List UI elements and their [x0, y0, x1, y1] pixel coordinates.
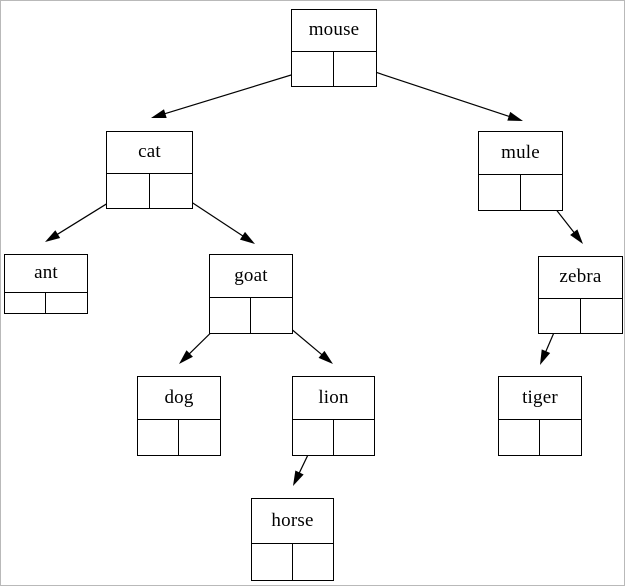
left-pointer-cell-dog[interactable] [138, 420, 179, 455]
tree-node-goat[interactable]: goat [209, 254, 293, 334]
node-pointers-mouse [292, 52, 376, 86]
node-label-zebra: zebra [539, 257, 622, 299]
node-label-cat: cat [107, 132, 192, 174]
tree-node-horse[interactable]: horse [251, 498, 334, 581]
node-label-mule: mule [479, 132, 562, 175]
tree-node-mouse[interactable]: mouse [291, 9, 377, 87]
node-pointers-zebra [539, 299, 622, 333]
tree-node-cat[interactable]: cat [106, 131, 193, 209]
node-label-dog: dog [138, 377, 220, 420]
left-pointer-cell-zebra[interactable] [539, 299, 581, 333]
node-pointers-dog [138, 420, 220, 455]
node-label-ant: ant [5, 255, 87, 293]
left-pointer-cell-cat[interactable] [107, 174, 150, 208]
right-pointer-cell-lion[interactable] [334, 420, 375, 455]
tree-node-zebra[interactable]: zebra [538, 256, 623, 334]
edge-mouse-to-cat [151, 67, 315, 118]
right-pointer-cell-horse[interactable] [293, 544, 334, 580]
right-pointer-cell-goat[interactable] [251, 298, 292, 333]
tree-node-lion[interactable]: lion [292, 376, 375, 456]
tree-node-dog[interactable]: dog [137, 376, 221, 456]
left-pointer-cell-lion[interactable] [293, 420, 334, 455]
node-pointers-cat [107, 174, 192, 208]
node-pointers-horse [252, 544, 333, 580]
right-pointer-cell-zebra[interactable] [581, 299, 623, 333]
node-pointers-tiger [499, 420, 581, 455]
node-pointers-goat [210, 298, 292, 333]
right-pointer-cell-mouse[interactable] [334, 52, 376, 86]
tree-node-tiger[interactable]: tiger [498, 376, 582, 456]
edge-mouse-to-mule [353, 64, 523, 121]
node-pointers-ant [5, 293, 87, 313]
node-label-mouse: mouse [292, 10, 376, 52]
node-label-horse: horse [252, 499, 333, 544]
node-pointers-lion [293, 420, 374, 455]
node-pointers-mule [479, 175, 562, 210]
node-label-tiger: tiger [499, 377, 581, 420]
right-pointer-cell-tiger[interactable] [540, 420, 581, 455]
left-pointer-cell-goat[interactable] [210, 298, 251, 333]
tree-node-ant[interactable]: ant [4, 254, 88, 314]
left-pointer-cell-mule[interactable] [479, 175, 521, 210]
right-pointer-cell-ant[interactable] [46, 293, 87, 313]
right-pointer-cell-mule[interactable] [521, 175, 563, 210]
left-pointer-cell-mouse[interactable] [292, 52, 334, 86]
left-pointer-cell-ant[interactable] [5, 293, 46, 313]
node-label-goat: goat [210, 255, 292, 298]
left-pointer-cell-horse[interactable] [252, 544, 293, 580]
right-pointer-cell-dog[interactable] [179, 420, 220, 455]
node-label-lion: lion [293, 377, 374, 420]
tree-node-mule[interactable]: mule [478, 131, 563, 211]
right-pointer-cell-cat[interactable] [150, 174, 193, 208]
left-pointer-cell-tiger[interactable] [499, 420, 540, 455]
